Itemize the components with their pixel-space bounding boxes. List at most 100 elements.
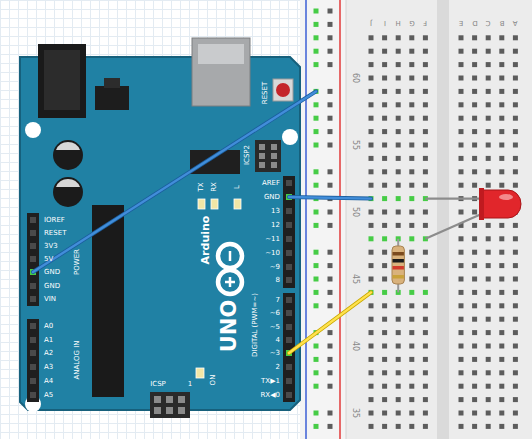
breadboard-hole bbox=[396, 223, 401, 228]
connected-hole bbox=[314, 277, 319, 282]
rx-led bbox=[211, 199, 218, 209]
breadboard-hole bbox=[423, 250, 428, 255]
logo-plus bbox=[225, 281, 235, 284]
breadboard-hole bbox=[396, 210, 401, 215]
breadboard-hole bbox=[472, 49, 477, 54]
breadboard-hole bbox=[472, 183, 477, 188]
dc-jack bbox=[38, 44, 86, 118]
breadboard-hole bbox=[396, 49, 401, 54]
breadboard-hole bbox=[513, 156, 518, 161]
header-pin bbox=[286, 236, 292, 242]
breadboard-hole bbox=[459, 183, 464, 188]
led-rim bbox=[479, 188, 484, 220]
logo-loop bbox=[218, 270, 242, 294]
breadboard-hole bbox=[382, 183, 387, 188]
breadboard-hole bbox=[382, 129, 387, 134]
breadboard-hole bbox=[382, 397, 387, 402]
header-pin bbox=[286, 208, 292, 214]
breadboard-hole bbox=[423, 411, 428, 416]
row-number: 40 bbox=[351, 341, 359, 351]
led-symbol bbox=[482, 190, 521, 218]
connected-hole bbox=[314, 250, 319, 255]
pin-label: AREF bbox=[262, 180, 280, 187]
breadboard-body bbox=[300, 0, 532, 439]
breadboard-hole bbox=[369, 210, 374, 215]
breadboard-hole bbox=[369, 317, 374, 322]
breadboard-hole bbox=[459, 76, 464, 81]
breadboard-hole bbox=[472, 129, 477, 134]
breadboard-hole bbox=[486, 62, 491, 67]
header-label: ICSP bbox=[150, 381, 166, 388]
breadboard-hole bbox=[423, 330, 428, 335]
breadboard-hole bbox=[472, 76, 477, 81]
dc-jack-inner bbox=[44, 50, 80, 110]
breadboard-hole bbox=[486, 89, 491, 94]
pin-label: ~6 bbox=[270, 310, 280, 317]
header-pin bbox=[30, 337, 36, 343]
pin-label: A4 bbox=[44, 378, 53, 385]
logo-loop bbox=[218, 244, 242, 268]
breadboard-hole bbox=[382, 35, 387, 40]
pin-label: RX◀0 bbox=[261, 392, 281, 399]
connected-hole bbox=[369, 236, 374, 241]
model-name: UNO bbox=[219, 300, 240, 352]
breadboard-hole bbox=[369, 129, 374, 134]
connected-hole bbox=[409, 236, 414, 241]
breadboard-hole bbox=[423, 424, 428, 429]
breadboard-hole bbox=[499, 370, 504, 375]
pin-label: IOREF bbox=[44, 217, 65, 224]
connected-hole bbox=[314, 49, 319, 54]
header-pin bbox=[30, 350, 36, 356]
breadboard-hole bbox=[382, 116, 387, 121]
header-pin bbox=[259, 153, 265, 159]
breadboard-hole bbox=[396, 317, 401, 322]
breadboard-hole bbox=[459, 49, 464, 54]
breadboard-hole bbox=[369, 411, 374, 416]
breadboard-hole bbox=[472, 384, 477, 389]
breadboard-hole bbox=[396, 330, 401, 335]
reset-button bbox=[276, 83, 290, 97]
connected-hole bbox=[314, 290, 319, 295]
breadboard-hole bbox=[328, 370, 333, 375]
breadboard-hole bbox=[472, 223, 477, 228]
pin-label: TX▶1 bbox=[261, 378, 280, 385]
breadboard-hole bbox=[486, 370, 491, 375]
breadboard-hole bbox=[423, 384, 428, 389]
gnd-wire bbox=[289, 197, 371, 199]
breadboard-hole bbox=[382, 102, 387, 107]
header-pin bbox=[30, 296, 36, 302]
header-pin bbox=[271, 144, 277, 150]
breadboard-hole bbox=[499, 411, 504, 416]
breadboard-hole bbox=[423, 129, 428, 134]
breadboard-hole bbox=[499, 344, 504, 349]
breadboard-hole bbox=[472, 143, 477, 148]
breadboard-hole bbox=[459, 357, 464, 362]
header-label: DIGITAL (PWM=~) bbox=[252, 293, 259, 357]
tx-led bbox=[198, 199, 205, 209]
breadboard-hole bbox=[328, 116, 333, 121]
breadboard-hole bbox=[459, 35, 464, 40]
breadboard-hole bbox=[472, 35, 477, 40]
header-pin bbox=[286, 277, 292, 283]
led-label: ON bbox=[210, 375, 217, 386]
breadboard-hole bbox=[459, 384, 464, 389]
breadboard-hole bbox=[328, 102, 333, 107]
pin-label: 2 bbox=[276, 364, 280, 371]
connected-hole bbox=[314, 183, 319, 188]
pin-label: A3 bbox=[44, 364, 53, 371]
breadboard-hole bbox=[423, 183, 428, 188]
breadboard-hole bbox=[423, 49, 428, 54]
breadboard-hole bbox=[382, 344, 387, 349]
gnd-wire bbox=[33, 91, 316, 272]
breadboard-hole bbox=[472, 236, 477, 241]
breadboard-hole bbox=[369, 263, 374, 268]
breadboard-hole bbox=[423, 277, 428, 282]
header-pin bbox=[166, 396, 173, 403]
breadboard-hole bbox=[423, 102, 428, 107]
breadboard-hole bbox=[499, 384, 504, 389]
capacitor bbox=[53, 177, 83, 207]
header-pin bbox=[286, 180, 292, 186]
breadboard-hole bbox=[486, 236, 491, 241]
breadboard-hole bbox=[409, 411, 414, 416]
pin-label: RESET bbox=[44, 230, 66, 237]
